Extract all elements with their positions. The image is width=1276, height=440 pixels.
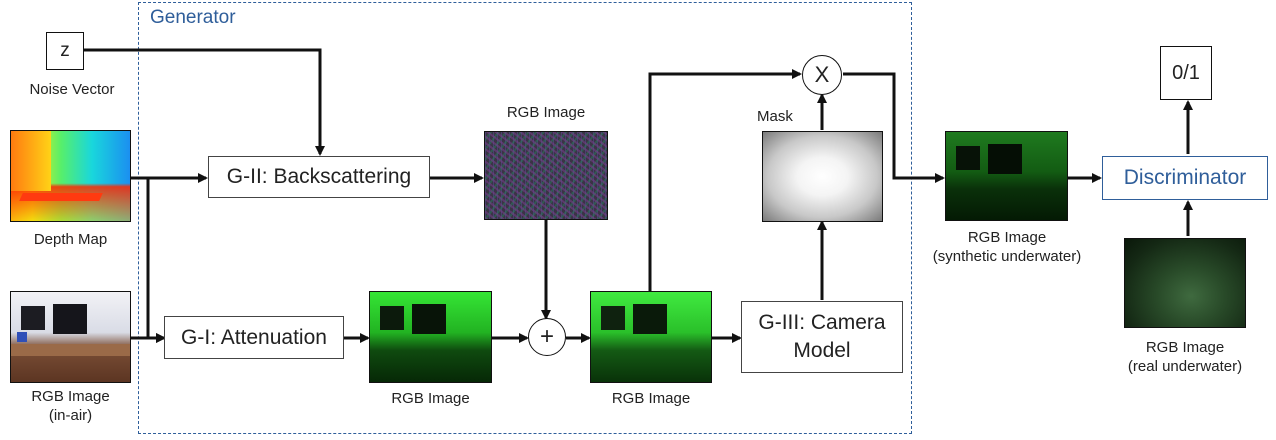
real-image-label: RGB Image (real underwater) bbox=[1100, 338, 1270, 376]
output-box: 0/1 bbox=[1160, 46, 1212, 100]
synthetic-underwater-image bbox=[945, 131, 1068, 221]
depth-map-shape bbox=[11, 131, 51, 191]
backscatter-image-label: RGB Image bbox=[506, 104, 586, 121]
plus-operator: + bbox=[528, 318, 566, 356]
mask-image bbox=[762, 131, 883, 222]
backscatter-noise-image bbox=[484, 131, 608, 220]
arrow-noise-to-backscattering bbox=[84, 48, 325, 156]
sum-image bbox=[590, 291, 712, 383]
sum-image-label: RGB Image bbox=[611, 390, 691, 407]
synthetic-image-label: RGB Image (synthetic underwater) bbox=[913, 228, 1101, 266]
synthetic-label-line2: (synthetic underwater) bbox=[932, 248, 1082, 265]
real-label-line1: RGB Image bbox=[1145, 339, 1225, 356]
depth-map-desk bbox=[19, 193, 103, 201]
multiply-operator: X bbox=[802, 55, 842, 95]
att-monitor-left bbox=[380, 306, 404, 330]
noise-symbol: z bbox=[60, 40, 70, 61]
rgb-in-air-label-line2: (in-air) bbox=[48, 407, 93, 424]
arrow-depth-to-attenuation bbox=[146, 178, 166, 343]
attenuation-block: G-I: Attenuation bbox=[164, 316, 344, 359]
depth-map-label: Depth Map bbox=[33, 231, 108, 248]
syn-monitor-right bbox=[988, 144, 1022, 174]
camera-model-block: G-III: Camera Model bbox=[741, 301, 903, 373]
monitor-left bbox=[21, 306, 45, 330]
mask-label: Mask bbox=[757, 108, 793, 125]
arrow-multiply-to-synthetic bbox=[843, 72, 945, 183]
camera-model-line1: G-III: Camera bbox=[758, 311, 886, 334]
synthetic-label-line1: RGB Image bbox=[967, 229, 1047, 246]
rgb-in-air-label-line1: RGB Image bbox=[31, 388, 110, 405]
real-label-line2: (real underwater) bbox=[1127, 358, 1243, 375]
rgb-in-air-label: RGB Image (in-air) bbox=[10, 387, 131, 425]
att-monitor-right bbox=[412, 304, 446, 334]
sum-monitor-right bbox=[633, 304, 667, 334]
sum-monitor-left bbox=[601, 306, 625, 330]
blue-object bbox=[17, 332, 27, 342]
generator-frame bbox=[138, 2, 912, 434]
noise-vector-box: z bbox=[46, 32, 84, 70]
arrow-sum-to-multiply bbox=[648, 69, 802, 292]
real-underwater-image bbox=[1124, 238, 1246, 328]
noise-vector-label: Noise Vector bbox=[29, 81, 115, 98]
generator-title: Generator bbox=[150, 7, 236, 28]
depth-map-image bbox=[10, 130, 131, 222]
rgb-in-air-image bbox=[10, 291, 131, 383]
syn-monitor-left bbox=[956, 146, 980, 170]
camera-model-line2: Model bbox=[793, 339, 851, 362]
desk-surface bbox=[11, 344, 130, 356]
monitor-right bbox=[53, 304, 87, 334]
discriminator-block: Discriminator bbox=[1102, 156, 1268, 200]
backscattering-block: G-II: Backscattering bbox=[208, 156, 430, 198]
attenuated-image-label: RGB Image bbox=[391, 390, 470, 407]
attenuated-image bbox=[369, 291, 492, 383]
